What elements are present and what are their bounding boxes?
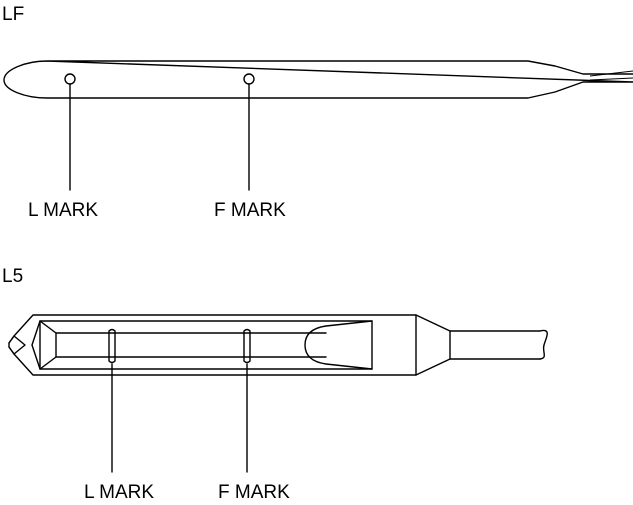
l5-inner-frame — [39, 320, 373, 370]
lf-wire — [589, 70, 633, 81]
lf-figure: LF L MARK F MARK — [2, 4, 633, 221]
lf-l-mark-label: L MARK — [28, 200, 98, 221]
l5-figure: L5 L MARK F MARK — [2, 266, 548, 503]
l5-body-outline — [8, 314, 541, 376]
l5-flare — [304, 320, 373, 370]
l5-inner-bevel — [31, 320, 57, 370]
lf-f-mark-hole — [243, 73, 255, 85]
l5-f-mark-band — [243, 328, 251, 364]
l5-blade-slot — [55, 332, 327, 358]
l5-title: L5 — [2, 266, 23, 287]
l5-f-mark-label: F MARK — [218, 482, 290, 503]
l5-dipstick — [8, 314, 548, 473]
lf-f-mark-label: F MARK — [214, 200, 286, 221]
l5-l-mark-label: L MARK — [84, 482, 154, 503]
l5-l-mark-band — [108, 328, 116, 364]
lf-title: LF — [2, 4, 24, 25]
l5-tip — [8, 335, 26, 355]
lf-dipstick — [3, 60, 633, 191]
l5-collar — [415, 314, 451, 376]
l5-rod-break — [539, 329, 548, 360]
lf-blade-outline — [3, 60, 633, 99]
lf-l-mark-hole — [64, 73, 76, 85]
